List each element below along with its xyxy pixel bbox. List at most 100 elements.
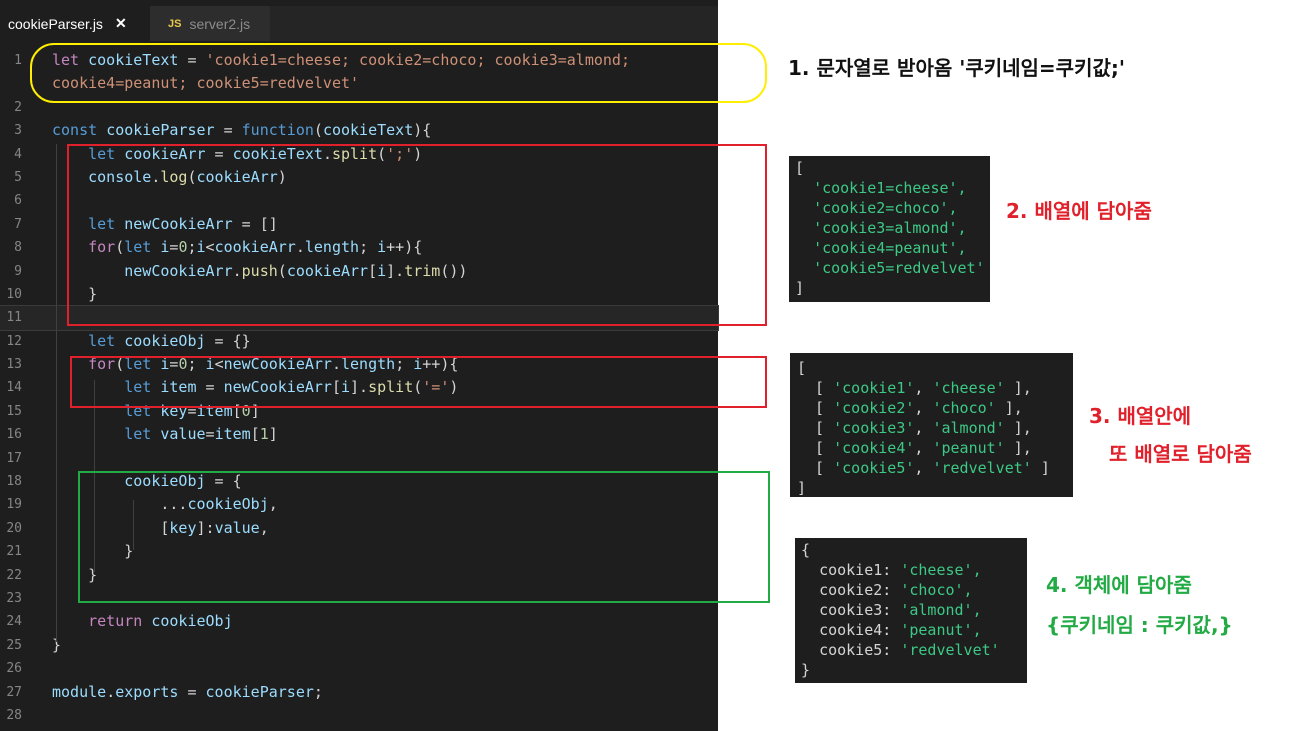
- output-key: cookie5:: [819, 641, 892, 659]
- code-line[interactable]: 6: [0, 189, 718, 212]
- close-icon[interactable]: ✕: [114, 15, 127, 31]
- code-token: let: [124, 425, 152, 444]
- line-number: 19: [6, 497, 22, 513]
- annotation-step4-line2: {쿠키네임 : 쿠키값,}: [1046, 613, 1233, 637]
- code-token: (: [187, 167, 197, 186]
- output-string: 'redvelvet': [932, 459, 1032, 477]
- code-token: cookieArr: [286, 261, 369, 280]
- output-row: [ 'cookie4', 'peanut' ],: [797, 439, 1032, 457]
- line-number: 23: [6, 590, 22, 606]
- code-line[interactable]: 9 newCookieArr.push(cookieArr[i].trim()): [0, 260, 718, 283]
- code-line[interactable]: 24 return cookieObj: [0, 610, 718, 633]
- code-token: [: [331, 378, 341, 397]
- output-row: [ 'cookie2', 'choco' ],: [797, 399, 1023, 417]
- code-token: cookieArr: [124, 144, 206, 163]
- code-line[interactable]: 21 }: [0, 540, 718, 563]
- code-line[interactable]: cookie4=peanut; cookie5=redvelvet': [0, 72, 718, 95]
- code-token: ++){: [386, 238, 423, 257]
- code-line[interactable]: 13 for(let i=0; i<newCookieArr.length; i…: [0, 353, 718, 376]
- code-line[interactable]: 4 let cookieArr = cookieText.split(';'): [0, 143, 718, 166]
- line-number: 14: [6, 380, 22, 396]
- bracket-open: [: [795, 159, 805, 177]
- output-row: cookie4: 'peanut',: [801, 620, 1027, 640]
- code-text: cookie4=peanut; cookie5=redvelvet': [52, 72, 359, 95]
- code-text: for(let i=0; i<newCookieArr.length; i++)…: [52, 353, 458, 376]
- code-text: console.log(cookieArr): [52, 166, 287, 189]
- code-token: ].: [386, 261, 405, 280]
- console-output-array: [ 'cookie1=cheese', 'cookie2=choco', 'co…: [789, 156, 990, 302]
- code-line[interactable]: 25}: [0, 634, 718, 657]
- output-string: 'peanut',: [900, 621, 982, 639]
- code-line[interactable]: 17: [0, 447, 718, 470]
- output-string: 'cookie4=peanut',: [813, 239, 967, 257]
- code-token: (: [377, 144, 387, 163]
- code-token: cookieObj: [187, 495, 269, 514]
- output-string: 'peanut': [932, 439, 1005, 457]
- output-string: 'cookie2': [833, 399, 915, 417]
- code-token: 0: [178, 238, 188, 257]
- code-line[interactable]: 28: [0, 704, 718, 727]
- code-token: = []: [232, 214, 278, 233]
- code-text: let value=item[1]: [52, 423, 278, 446]
- code-line[interactable]: 19 ...cookieObj,: [0, 493, 718, 516]
- tab-bar: cookieParser.js ✕ JS server2.js: [0, 6, 718, 41]
- code-line[interactable]: 26: [0, 657, 718, 680]
- code-token: cookieArr: [214, 238, 296, 257]
- code-token: function: [241, 121, 314, 140]
- code-line[interactable]: 18 cookieObj = {: [0, 470, 718, 493]
- code-line[interactable]: 16 let value=item[1]: [0, 423, 718, 446]
- code-token: <: [205, 238, 215, 257]
- indent-guide: [133, 500, 134, 550]
- code-token: ;: [187, 238, 197, 257]
- code-line[interactable]: 22 }: [0, 564, 718, 587]
- code-text: newCookieArr.push(cookieArr[i].trim()): [52, 260, 467, 283]
- code-token: for: [88, 238, 116, 257]
- code-token: split: [331, 144, 378, 163]
- code-token: cookieText: [232, 144, 323, 163]
- code-token: i: [377, 261, 387, 280]
- code-line[interactable]: 11: [0, 305, 719, 331]
- code-line[interactable]: 23: [0, 587, 718, 610]
- tab-server2[interactable]: JS server2.js: [150, 6, 270, 41]
- tab-label: server2.js: [189, 15, 251, 32]
- code-line[interactable]: 20 [key]:value,: [0, 517, 718, 540]
- output-key: cookie3:: [819, 601, 892, 619]
- output-string: 'cookie1=cheese',: [813, 179, 967, 197]
- code-line[interactable]: 10 }: [0, 283, 718, 306]
- output-row: 'cookie3=almond',: [795, 218, 990, 238]
- code-line[interactable]: 2: [0, 96, 718, 119]
- code-line[interactable]: 14 let item = newCookieArr[i].split('='): [0, 376, 718, 399]
- code-token: 1: [259, 425, 269, 444]
- code-line[interactable]: 8 for(let i=0;i<cookieArr.length; i++){: [0, 236, 718, 259]
- code-line[interactable]: 12 let cookieObj = {}: [0, 330, 718, 353]
- output-row: 'cookie5=redvelvet': [795, 258, 990, 278]
- code-token: (: [313, 121, 323, 140]
- code-token: <: [214, 355, 224, 374]
- code-token: [97, 121, 106, 139]
- code-token: [142, 612, 151, 630]
- line-number: 8: [14, 240, 22, 256]
- code-token: newCookieArr: [223, 355, 332, 374]
- code-token: .: [106, 682, 116, 701]
- code-token: ): [277, 167, 287, 186]
- annotation-step3-line2: 또 배열로 담아줌: [1109, 442, 1252, 466]
- line-number: 22: [6, 567, 22, 583]
- output-string: 'choco',: [900, 581, 973, 599]
- code-token: ){: [413, 121, 432, 140]
- output-key: cookie2:: [819, 581, 892, 599]
- code-text: cookieObj = {: [52, 470, 241, 493]
- code-text: }: [52, 564, 97, 587]
- code-token: [115, 332, 124, 350]
- code-line[interactable]: 7 let newCookieArr = []: [0, 213, 718, 236]
- code-line[interactable]: 5 console.log(cookieArr): [0, 166, 718, 189]
- tab-cookieparser[interactable]: cookieParser.js ✕: [0, 6, 150, 41]
- code-token: }: [52, 565, 98, 584]
- output-string: 'cookie4': [833, 439, 915, 457]
- code-token: .: [322, 144, 332, 163]
- code-token: ): [449, 378, 459, 397]
- line-number: 5: [14, 169, 22, 185]
